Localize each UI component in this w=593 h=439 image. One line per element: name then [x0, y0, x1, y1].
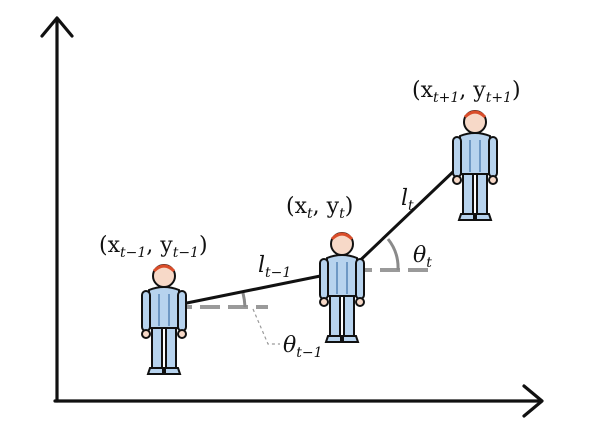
reference-lines: [172, 268, 436, 309]
axes: [40, 16, 544, 418]
angle-arc-prev: [241, 292, 247, 308]
angle-arc-curr: [386, 238, 400, 271]
y-axis-arrowhead: [40, 16, 74, 38]
point-label-curr: (xt, yt): [286, 194, 353, 222]
x-axis-arrowhead: [522, 384, 544, 418]
person-icon-prev: [140, 263, 188, 376]
angle-label-curr: θt: [413, 243, 432, 271]
point-label-next: (xt+1, yt+1): [412, 78, 521, 106]
angle-leader-line: [252, 308, 280, 345]
point-label-prev: (xt−1, yt−1): [99, 233, 208, 261]
person-icon-curr: [318, 231, 366, 344]
segment-label-prev: lt−1: [258, 253, 291, 281]
person-icon-next: [451, 109, 499, 222]
segment-label-curr: lt: [401, 186, 414, 214]
angle-label-prev: θt−1: [283, 333, 323, 361]
